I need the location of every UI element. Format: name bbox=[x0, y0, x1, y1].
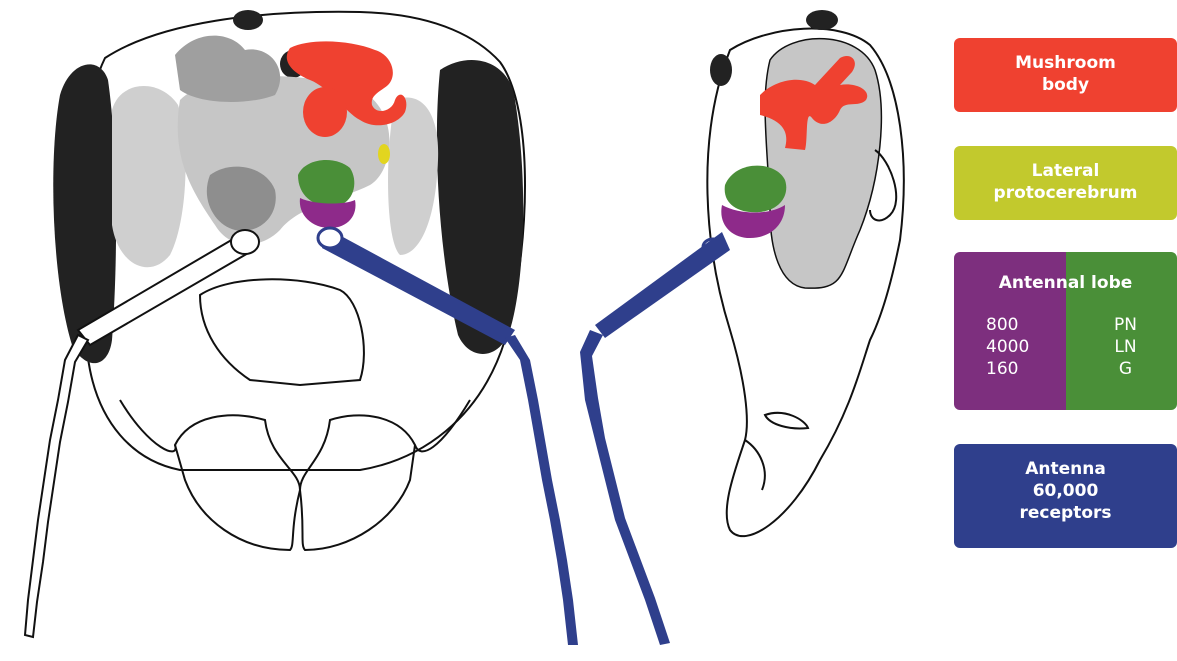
legend-antennal-lobe-title: Antennal lobe bbox=[954, 272, 1177, 294]
front-mushroom-body-calyx bbox=[303, 87, 347, 137]
side-ocellus-top bbox=[806, 10, 838, 30]
legend-antennal-lobe-value: 4000 bbox=[986, 336, 1029, 358]
ant-head-side-view bbox=[580, 10, 904, 645]
legend-mushroom-body-line1: Mushroom bbox=[954, 52, 1177, 74]
legend-mushroom-body: Mushroom body bbox=[954, 38, 1177, 112]
legend-lateral-protocerebrum: Lateral protocerebrum bbox=[954, 146, 1177, 220]
legend-antennal-lobe-value: 160 bbox=[986, 358, 1029, 380]
side-ocellus-left bbox=[710, 54, 732, 86]
front-right-antenna-base bbox=[318, 228, 342, 248]
ant-head-diagram bbox=[0, 0, 940, 661]
front-lateral-protocerebrum bbox=[378, 144, 390, 164]
legend-antennal-lobe-labels: PN LN G bbox=[1114, 314, 1137, 380]
side-antenna-scape bbox=[595, 232, 730, 338]
legend-antennal-lobe-label: LN bbox=[1114, 336, 1137, 358]
legend-antenna: Antenna 60,000 receptors bbox=[954, 444, 1177, 548]
legend-antennal-lobe-values: 800 4000 160 bbox=[986, 314, 1029, 380]
legend-antennal-lobe-value: 800 bbox=[986, 314, 1029, 336]
legend-antenna-line2: 60,000 bbox=[954, 480, 1177, 502]
front-right-antenna-flagellum bbox=[505, 335, 578, 645]
legend-lateral-protocerebrum-line2: protocerebrum bbox=[954, 182, 1177, 204]
front-left-antenna-base bbox=[231, 230, 259, 254]
ant-head-front-view bbox=[25, 10, 578, 645]
front-left-antenna-flagellum bbox=[25, 335, 88, 637]
legend-antennal-lobe-label: PN bbox=[1114, 314, 1137, 336]
side-antenna-flagellum bbox=[580, 330, 670, 645]
front-ocellus-center bbox=[233, 10, 263, 30]
legend-mushroom-body-line2: body bbox=[954, 74, 1177, 96]
legend-antennal-lobe-label: G bbox=[1114, 358, 1137, 380]
legend-antenna-line3: receptors bbox=[954, 502, 1177, 524]
legend-antennal-lobe: Antennal lobe 800 4000 160 PN LN G bbox=[954, 252, 1177, 410]
front-brain-lobe-left bbox=[112, 86, 186, 267]
legend-antenna-line1: Antenna bbox=[954, 458, 1177, 480]
legend-lateral-protocerebrum-line1: Lateral bbox=[954, 160, 1177, 182]
